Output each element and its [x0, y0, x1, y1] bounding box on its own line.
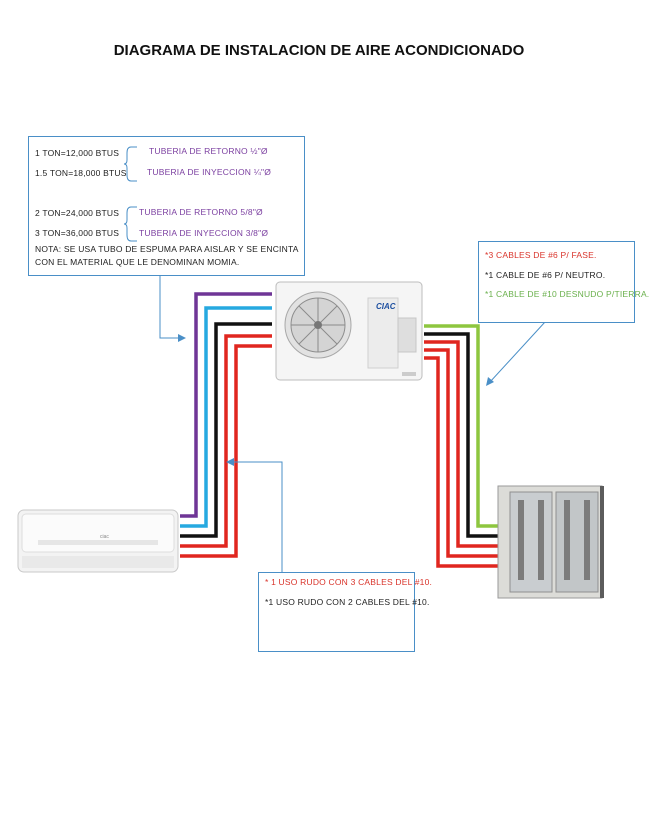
cables-line1: *3 CABLES DE #6 P/ FASE.: [485, 250, 597, 260]
spec-row3-left: 2 TON=24,000 BTUS: [35, 208, 120, 218]
indoor-unit: ciac: [17, 509, 179, 573]
arrowhead-spec: [178, 334, 186, 342]
spec-row2-left: 1.5 TON=18,000 BTUS: [35, 168, 127, 178]
page-title: DIAGRAMA DE INSTALACION DE AIRE ACONDICI…: [113, 42, 525, 59]
wire-red-left-2: [180, 344, 272, 558]
outdoor-brand-logo: CIAC: [376, 302, 396, 311]
wire-red-left-1: [180, 334, 272, 548]
uso-line2: *1 USO RUDO CON 2 CABLES DEL #10.: [265, 597, 430, 607]
electrical-panel: [497, 485, 604, 599]
wire-red-right-1: [424, 340, 500, 548]
outdoor-unit: [275, 281, 423, 381]
specs-box: 1 TON=12,000 BTUS 1.5 TON=18,000 BTUS TU…: [28, 136, 305, 276]
arrow-spec-to-wires: [159, 276, 180, 339]
wire-green-right: [424, 324, 500, 528]
spec-row3-right: TUBERIA DE RETORNO 5/8"Ø: [139, 207, 263, 217]
wire-blue-left: [180, 306, 272, 528]
arrow-cables-to-wires: [489, 321, 546, 383]
spec-row4-left: 3 TON=36,000 BTUS: [35, 228, 120, 238]
cables-line3: *1 CABLE DE #10 DESNUDO P/TIERRA.: [485, 289, 649, 299]
wire-red-right-2: [424, 348, 500, 558]
spec-note: NOTA: SE USA TUBO DE ESPUMA PARA AISLAR …: [35, 244, 299, 267]
arrowhead-uso: [226, 458, 234, 466]
arrowhead-cables: [486, 377, 494, 386]
cables-box: *3 CABLES DE #6 P/ FASE. *1 CABLE DE #6 …: [478, 241, 649, 323]
spec-row1-right: TUBERIA DE RETORNO ½"Ø: [149, 146, 268, 156]
uso-rudo-box: * 1 USO RUDO CON 3 CABLES DEL #10. *1 US…: [258, 572, 432, 652]
wire-red-right-3: [424, 356, 500, 568]
spec-row4-right: TUBERIA DE INYECCION 3/8"Ø: [139, 228, 269, 238]
arrow-uso-to-wires: [232, 461, 283, 574]
spec-row1-left: 1 TON=12,000 BTUS: [35, 148, 120, 158]
uso-line1: * 1 USO RUDO CON 3 CABLES DEL #10.: [265, 577, 433, 587]
spec-row2-right: TUBERIA DE INYECCION ¼"Ø: [147, 167, 272, 177]
wire-black-right: [424, 332, 500, 538]
brace-icon-2: [123, 206, 137, 242]
cables-line2: *1 CABLE DE #6 P/ NEUTRO.: [485, 270, 606, 280]
wire-black-left: [180, 322, 272, 538]
brace-icon-1: [123, 146, 137, 182]
wire-purple-left: [180, 292, 272, 518]
svg-text:ciac: ciac: [100, 534, 109, 540]
